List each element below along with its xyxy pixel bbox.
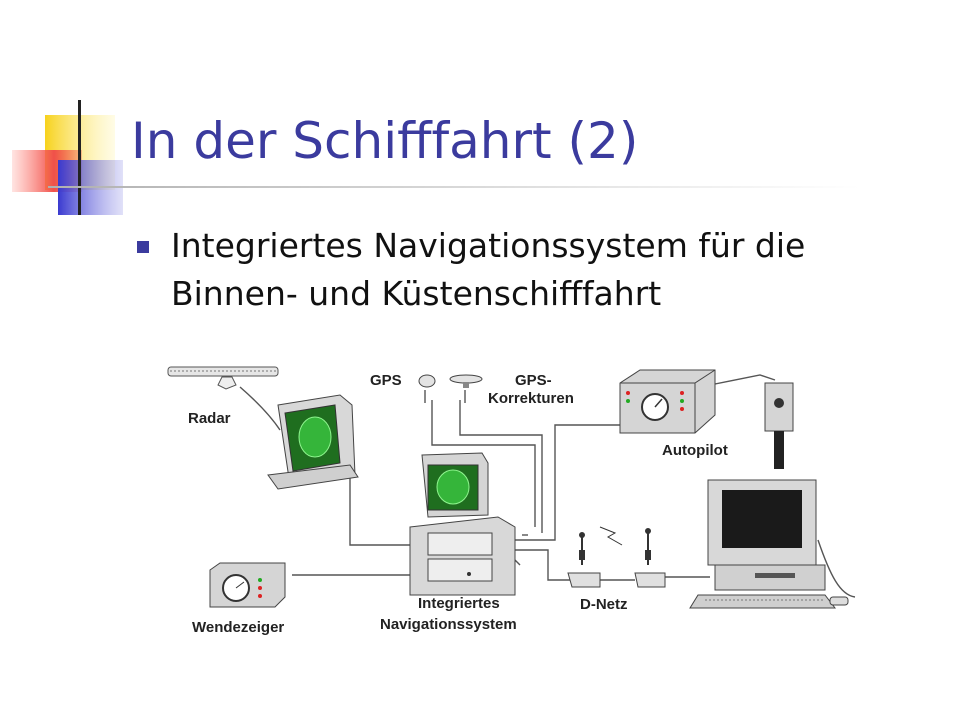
label-dnetz: D-Netz [580, 596, 628, 613]
gps-antenna [418, 374, 436, 388]
label-gps-corrections-1: GPS- [515, 372, 552, 389]
pc-workstation [689, 479, 849, 609]
label-autopilot: Autopilot [662, 442, 728, 459]
bullet-marker [137, 241, 149, 253]
label-wendezeiger: Wendezeiger [192, 619, 284, 636]
label-radar: Radar [188, 410, 231, 427]
turn-indicator [209, 562, 286, 608]
dnetz-phones [567, 526, 666, 588]
label-ins-1: Integriertes [418, 595, 500, 612]
radar-monitor [267, 394, 359, 490]
connection-lines [239, 374, 856, 598]
navigation-diagram: Radar GPS GPS- Korrekturen Autopilot [167, 366, 856, 636]
slide-title: In der Schifffahrt (2) [131, 112, 639, 170]
ins-rack [409, 516, 516, 596]
radar-antenna [167, 366, 279, 390]
deco-vertical-line [78, 100, 81, 215]
label-ins-2: Navigationssystem [380, 616, 517, 633]
deco-horizontal-line [48, 186, 860, 188]
label-gps: GPS [370, 372, 402, 389]
gps-correction-antenna [449, 374, 483, 388]
ins-monitor [421, 452, 489, 518]
autopilot-unit [619, 369, 716, 434]
corner-decoration [12, 100, 860, 215]
label-gps-corrections-2: Korrekturen [488, 390, 574, 407]
steering-sensor [764, 382, 794, 469]
bullet-text: Integriertes Navigationssystem für die B… [171, 226, 806, 313]
